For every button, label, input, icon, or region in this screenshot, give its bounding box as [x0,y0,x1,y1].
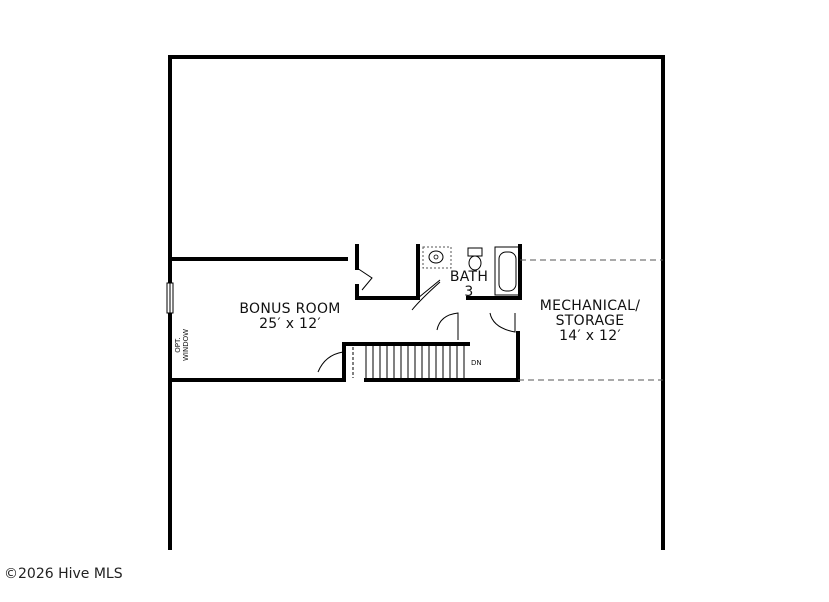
window-label: OPT. WINDOW [174,329,190,361]
window-label-line1: OPT. [174,337,182,352]
stair-treads [372,346,465,378]
bonus-room-name: BONUS ROOM [239,301,340,317]
sink-icon [422,246,452,269]
bath-number: 3 [464,284,473,300]
mechanical-boundary [518,259,663,381]
bath-name: BATH [450,269,488,285]
mechanical-name-line1: MECHANICAL/ [540,298,641,314]
window-label-line2: WINDOW [182,329,190,361]
staircase [316,331,520,382]
toilet-icon [467,247,483,271]
mechanical-door [489,312,516,333]
stairs-down-label: DN [471,359,482,367]
bonus-room-size: 25′ x 12′ [259,316,321,332]
bonus-door [355,244,420,300]
window [166,282,174,314]
hall-door [436,312,459,340]
mechanical-name-line2: STORAGE [556,313,625,329]
bath-door [411,279,441,311]
bathtub-icon [494,246,521,296]
mechanical-size: 14′ x 12′ [559,328,621,344]
watermark: ©2026 Hive MLS [4,566,123,582]
bonus-room-walls [168,257,348,382]
